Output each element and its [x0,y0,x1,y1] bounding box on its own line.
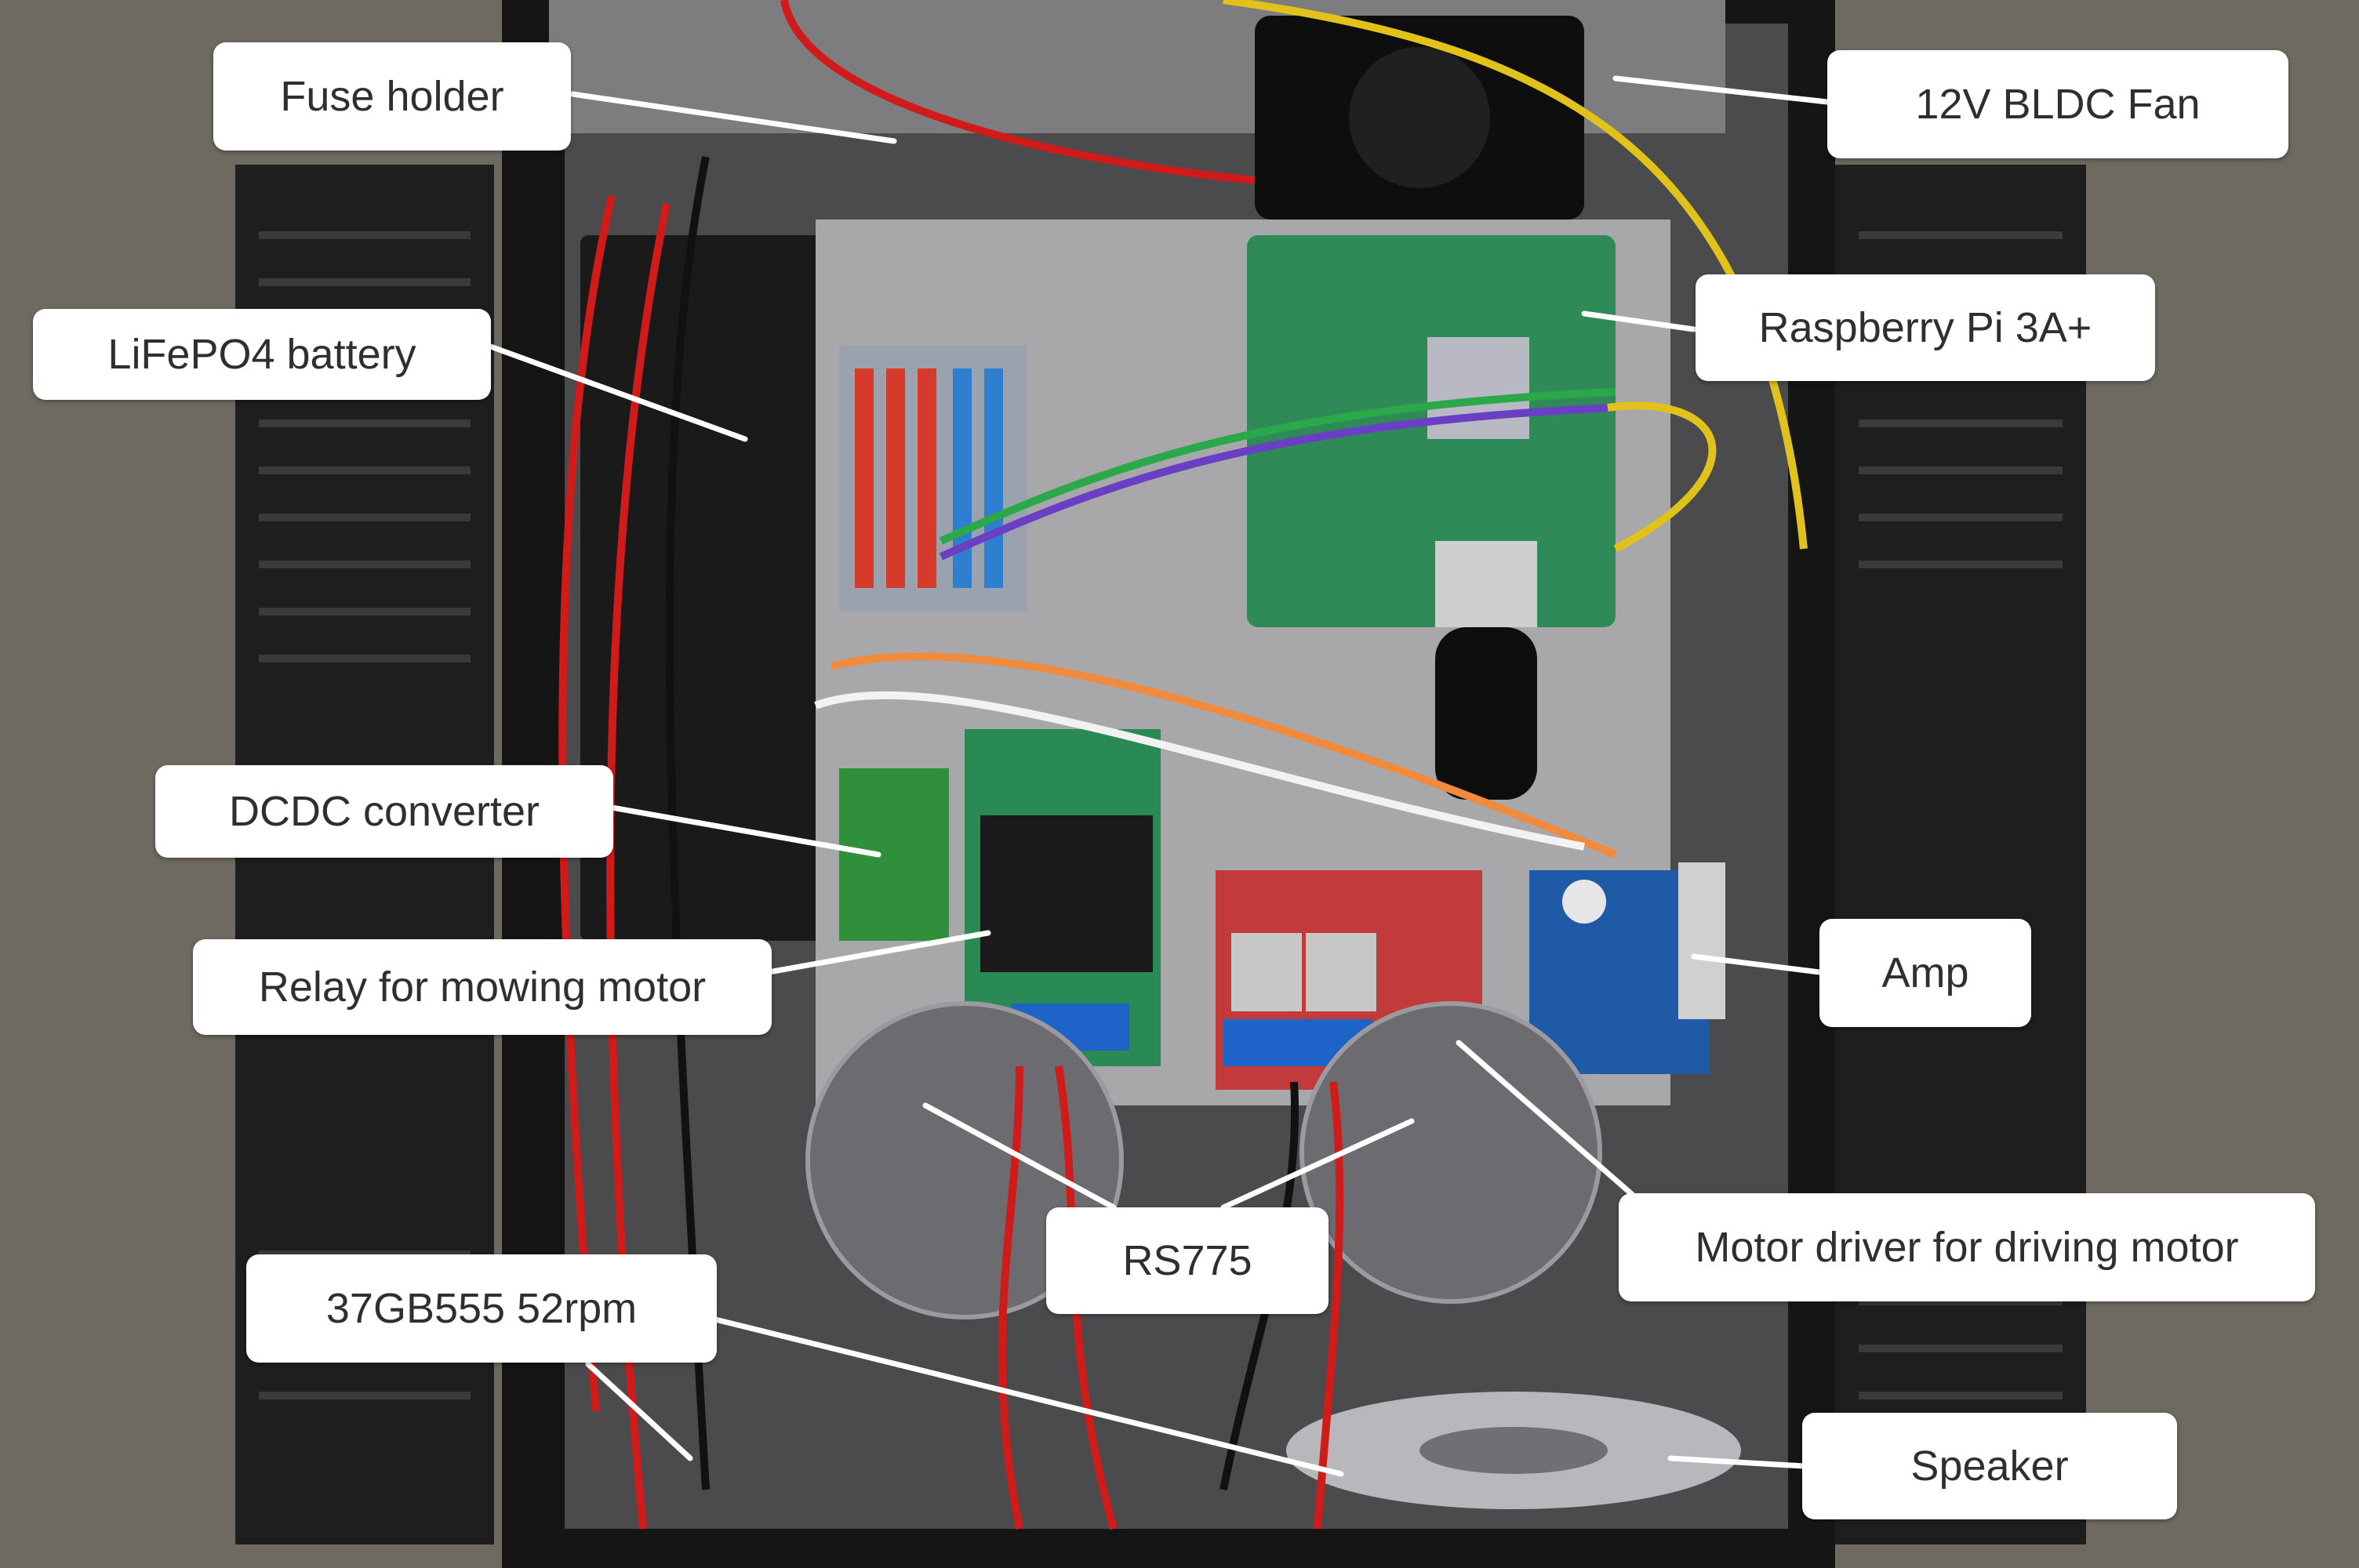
motor-driver-heatsink-2 [1306,933,1376,1011]
leader-gear-motor-a [585,1361,693,1461]
leader-raspberry-pi [1581,310,1697,332]
rs775-motor [805,1001,1124,1319]
leader-gear-motor-b [703,1314,1344,1477]
leader-dcdc [609,804,881,858]
leader-fuse-holder [569,91,897,144]
leader-amp [1691,953,1823,975]
leader-rs775-left [922,1102,1117,1210]
pi-usb-port [1435,541,1537,627]
label-bldc-fan: 12V BLDC Fan [1827,50,2288,158]
leader-battery [483,342,748,442]
leader-bldc-fan [1612,75,1830,105]
rs775-motor-right [1299,1001,1602,1304]
relay-cube [980,815,1153,972]
amp-heatsink [1678,862,1725,1019]
amp-potentiometer [1562,880,1606,924]
motor-driver-heatsink-1 [1231,933,1302,1011]
right-track [1835,165,2086,1544]
battery-pack [580,235,831,941]
fan-hub [1349,47,1490,188]
leader-rs775-right [1220,1118,1415,1210]
label-rs775: RS775 [1046,1207,1329,1314]
speaker-center [1419,1427,1608,1474]
label-amp: Amp [1819,919,2031,1027]
label-relay: Relay for mowing motor [193,939,772,1035]
label-battery: LiFePO4 battery [33,309,491,400]
label-gear-motor: 37GB555 52rpm [246,1254,717,1363]
leader-lines [483,75,1830,1477]
usb-cable [1435,627,1537,800]
label-fuse-holder: Fuse holder [213,42,571,151]
leader-speaker [1667,1455,1807,1469]
leader-motor-driver [1456,1040,1650,1210]
label-speaker: Speaker [1802,1413,2177,1519]
leader-relay [765,930,991,975]
label-raspberry-pi: Raspberry Pi 3A+ [1696,274,2155,381]
dcdc-board [839,768,949,941]
label-motor-driver: Motor driver for driving motor [1619,1193,2315,1301]
label-dcdc: DCDC converter [155,765,613,858]
